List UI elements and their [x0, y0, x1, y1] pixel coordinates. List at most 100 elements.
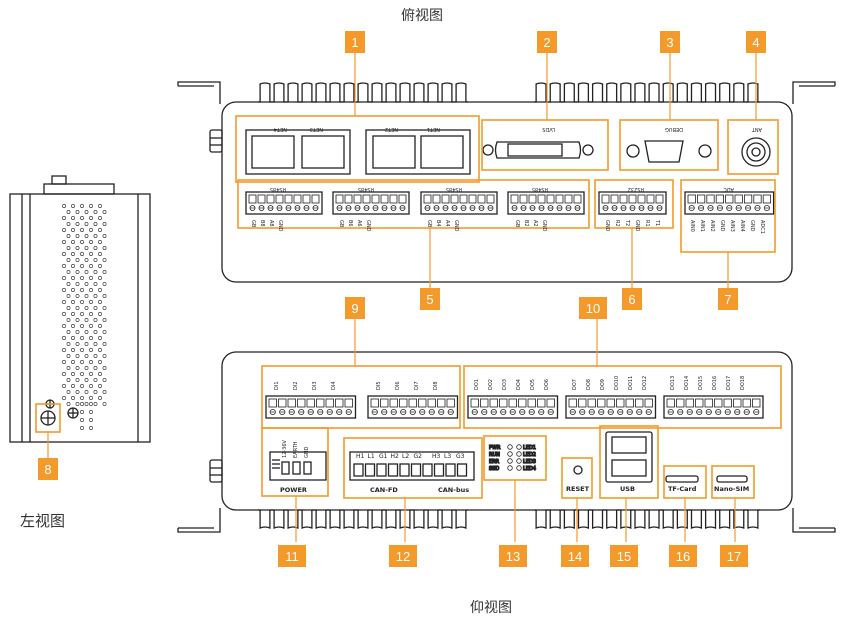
- top-bracket-right: [792, 81, 836, 104]
- vent-hole: [102, 402, 107, 406]
- vent-hole: [102, 366, 107, 370]
- led-left-label: ERR: [489, 459, 500, 465]
- caption-top: 俯视图: [401, 8, 443, 24]
- vent-hole: [80, 312, 84, 316]
- top-highlights: [235, 115, 779, 253]
- can-block: [349, 451, 475, 481]
- rs485-block-3-screw: [363, 205, 370, 211]
- callout-number-3: 3: [666, 35, 673, 50]
- vent-hole: [98, 324, 102, 328]
- rs485-pin-label: GND: [453, 220, 459, 232]
- vent-hole: [102, 306, 107, 310]
- net-port-2: [372, 135, 416, 169]
- rs485-block-3-screw: [345, 205, 352, 211]
- vent-hole: [84, 306, 89, 310]
- vent-hole: [80, 418, 84, 422]
- rs485-pin-label: B4: [435, 220, 441, 227]
- caption-left: 左视图: [20, 512, 66, 530]
- net-port-4: [251, 135, 295, 169]
- rs232-block: [598, 191, 667, 215]
- di-block-1: [265, 395, 357, 419]
- rs485-block-2-slot: [432, 194, 441, 204]
- vent-hole: [75, 402, 80, 406]
- callout-badge-7: [718, 288, 738, 310]
- rs232-pin-label: T2: [624, 219, 630, 226]
- usb-label: USB: [620, 485, 635, 493]
- vent-hole: [89, 396, 93, 400]
- led-left-label: PWR: [489, 445, 501, 451]
- vent-hole: [89, 240, 93, 244]
- led-left-2: [507, 458, 513, 464]
- rs485-pin-label: GND: [277, 220, 283, 232]
- vent-hole: [93, 222, 98, 226]
- di-block-2-slot: [446, 398, 455, 408]
- rs485-block-3-screw: [372, 205, 379, 211]
- do-block-2-screw: [588, 408, 595, 416]
- vent-hole: [93, 366, 98, 370]
- top-terminal-blocks: [245, 191, 775, 215]
- rs485-block-2-slot: [450, 194, 459, 204]
- di-block-2-screw: [400, 408, 407, 416]
- adc-pin-label: AIN0: [689, 220, 695, 232]
- can-pin-label: L1: [368, 453, 375, 460]
- left-vent-holes: [62, 204, 107, 430]
- adc-block-slot: [687, 194, 696, 204]
- can-pin: [445, 463, 456, 477]
- do-block-3-slot: [723, 398, 732, 408]
- can-pin: [364, 463, 376, 477]
- vent-hole: [84, 390, 89, 394]
- vent-hole: [84, 294, 89, 298]
- callout-badge-3: [660, 31, 680, 53]
- di-block-2-screw: [409, 408, 416, 416]
- vent-hole: [102, 330, 107, 334]
- lvds-label: LVDS: [542, 126, 555, 132]
- vent-hole: [71, 276, 75, 280]
- di-block-2-slot: [399, 398, 408, 408]
- led-right-label: LED4: [523, 466, 536, 472]
- rs485-block-2-slot: [459, 194, 468, 204]
- do-block-1-slot: [527, 398, 536, 408]
- di-block-2-slot: [389, 398, 398, 408]
- vent-hole: [66, 378, 71, 382]
- can-pin: [353, 463, 364, 477]
- do-pin-label: DO7: [572, 379, 578, 390]
- can-pin: [422, 463, 433, 477]
- vent-hole: [80, 410, 84, 414]
- vent-hole: [84, 342, 89, 346]
- rs485-block-3-screw: [354, 205, 361, 211]
- do-block-2: [565, 395, 657, 419]
- vent-hole: [62, 216, 66, 220]
- do-block-3-screw: [743, 408, 750, 416]
- vent-hole: [102, 270, 107, 274]
- rs485-block-2-slot: [477, 194, 486, 204]
- di-block-2-screw: [419, 408, 426, 416]
- rs232-block-screw: [629, 205, 636, 211]
- rs485-block-3-slot: [353, 194, 362, 204]
- vent-hole: [89, 312, 93, 316]
- adc-block-slot: [697, 194, 706, 204]
- do-block-3-screw: [667, 408, 674, 416]
- rs485-block-3-slot: [389, 194, 398, 204]
- do-block-1-screw: [490, 408, 497, 416]
- can-pin: [456, 463, 468, 477]
- vent-hole: [80, 240, 84, 244]
- rs485-block-4-screw: [285, 205, 292, 211]
- rs485-block-1-slot: [537, 194, 546, 204]
- vent-hole: [71, 216, 75, 220]
- di-block-2-screw: [390, 408, 397, 416]
- rs485-pin-label: B8: [259, 220, 265, 227]
- callout-number-8: 8: [44, 462, 51, 477]
- left-view: [9, 175, 151, 443]
- do-block-2-screw: [626, 408, 633, 416]
- callout-badge-2: [537, 31, 557, 53]
- rs232-block-screw: [638, 205, 645, 211]
- rs232-block-slot: [610, 194, 619, 204]
- rs485-block-4-screw: [267, 205, 274, 211]
- rs485-pin-label: B6: [347, 220, 353, 227]
- vent-hole: [93, 390, 98, 394]
- rs485-block-4-slot: [248, 194, 257, 204]
- do-block-2-screw: [636, 408, 643, 416]
- vent-hole: [102, 294, 107, 298]
- rs485-block-3-slot: [380, 194, 389, 204]
